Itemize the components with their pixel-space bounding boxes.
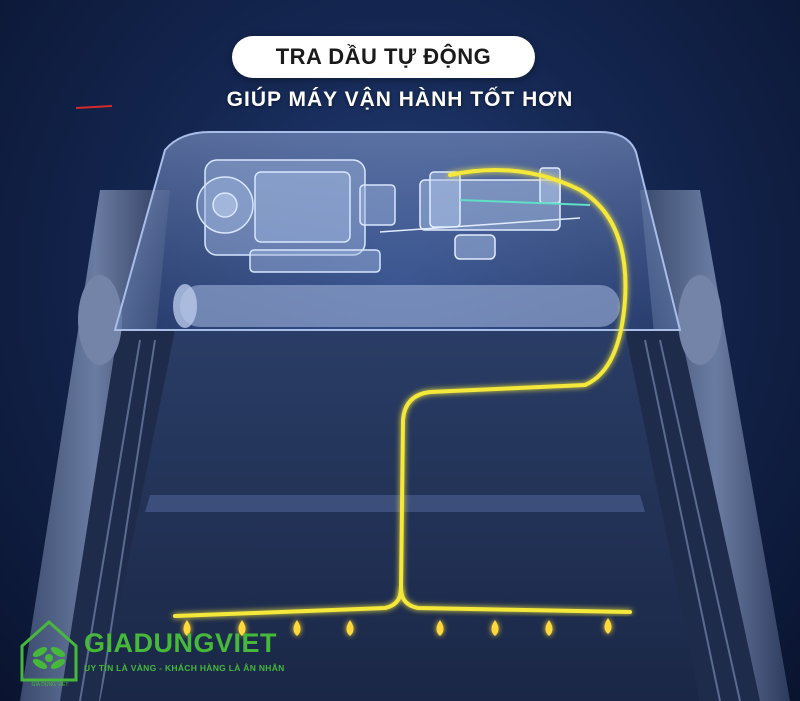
page-subtitle: GIÚP MÁY VẬN HÀNH TỐT HƠN [226,88,574,111]
brand-slogan: UY TÍN LÀ VÀNG - KHÁCH HÀNG LÀ ÂN NHÂN [84,663,285,673]
front-roller [180,285,620,327]
page-title: TRA DẦU TỰ ĐỘNG [275,44,492,69]
brand-name: GIADUNGVIET [84,628,278,658]
house-leaf-logo-icon [20,619,78,682]
right-wheel [678,275,722,365]
oil-drop-icon [183,618,612,636]
logo-mark-text: GIA DUNG VIET [31,682,69,688]
oil-line-right [399,588,632,614]
brand-logo: GIA DUNG VIET GIADUNGVIET UY TÍN LÀ VÀNG… [18,618,318,694]
motor [196,159,396,273]
oil-pump [379,167,591,260]
title-badge: TRA DẦU TỰ ĐỘNG [232,36,535,78]
left-wheel [78,275,122,365]
